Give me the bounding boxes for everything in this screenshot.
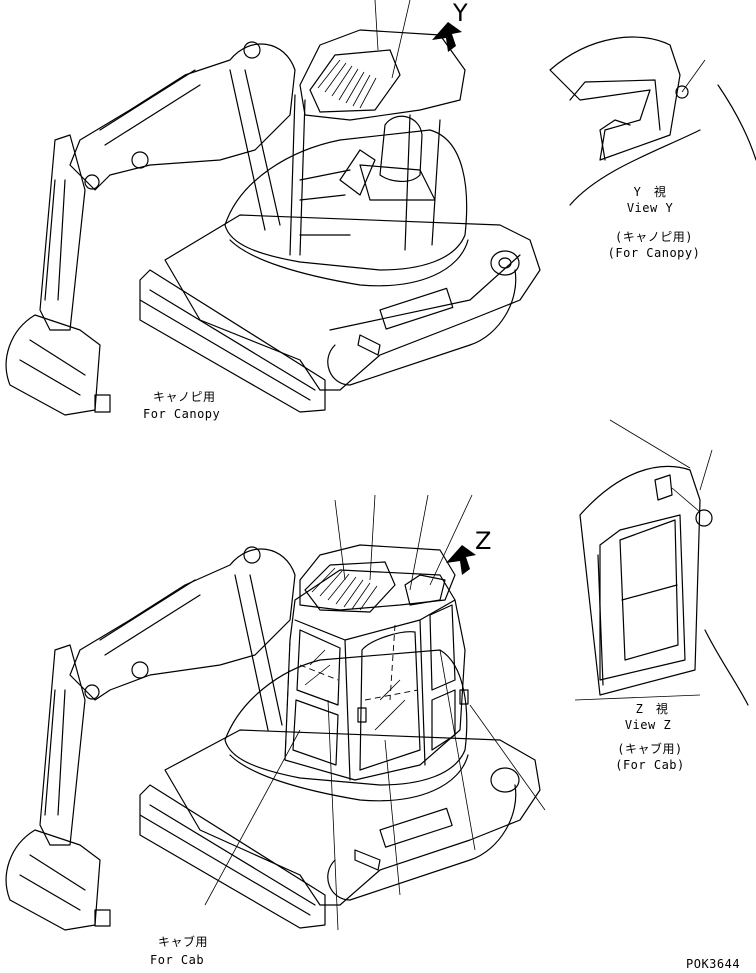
view-y-title-en: View Y <box>626 201 674 215</box>
cab-caption-en: For Cab <box>150 953 205 967</box>
canopy-caption-jp: キャノピ用 <box>153 390 216 404</box>
view-y-sub-jp: (キャノピ用) <box>615 230 693 244</box>
cab-caption-jp: キャブ用 <box>158 935 209 949</box>
canopy-excavator-drawing <box>5 0 541 416</box>
view-z-title-en: View Z <box>624 718 672 732</box>
view-z-arrow-letter: Z <box>475 527 492 555</box>
view-y-detail <box>549 36 756 206</box>
view-z-detail <box>574 419 749 706</box>
view-y-title-jp: Y 視 <box>633 185 667 199</box>
cab-excavator-drawing <box>5 494 546 931</box>
drawing-code: POK3644 <box>686 957 741 971</box>
view-y-sub-en: (For Canopy) <box>607 246 701 260</box>
canopy-caption-en: For Canopy <box>143 407 221 421</box>
view-z-title-jp: Z 視 <box>635 702 669 716</box>
view-z-sub-en: (For Cab) <box>615 758 685 772</box>
view-y-arrow-letter: Y <box>453 0 469 27</box>
view-z-sub-jp: (キャブ用) <box>617 742 683 756</box>
